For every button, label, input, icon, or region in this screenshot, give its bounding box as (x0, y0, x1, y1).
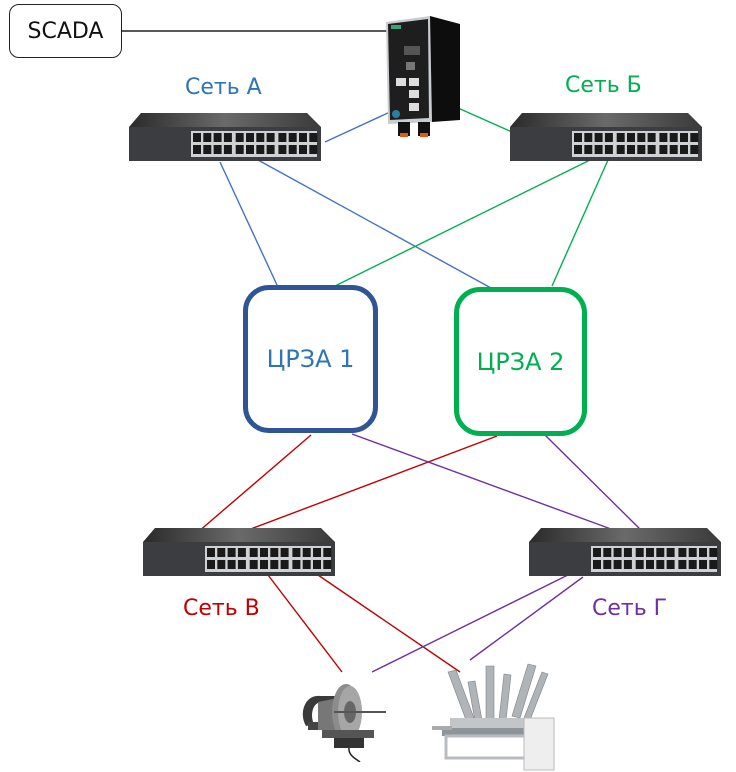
relay-2-label: ЦРЗА 2 (476, 347, 565, 376)
connection-line (551, 159, 609, 287)
network-a-switch-icon[interactable] (127, 113, 323, 165)
connection-line (219, 161, 278, 286)
connection-line (544, 434, 649, 538)
connection-line (371, 569, 579, 673)
network-v-switch-icon[interactable] (141, 528, 337, 580)
connection-line (197, 434, 312, 533)
network-a-label: Сеть А (185, 75, 262, 100)
network-g-switch-icon[interactable] (527, 528, 723, 580)
circuit-breaker-icon[interactable] (428, 660, 560, 772)
network-b-label: Сеть Б (565, 73, 642, 98)
connection-line (324, 111, 391, 143)
network-v-label: Сеть В (183, 596, 260, 621)
gateway-switch-icon[interactable] (382, 12, 464, 140)
connection-line (226, 435, 498, 539)
connection-line (469, 576, 584, 661)
connection-line (257, 159, 492, 289)
network-b-switch-icon[interactable] (508, 113, 704, 165)
current-transformer-icon[interactable] (298, 672, 390, 762)
connection-line (334, 159, 591, 287)
relay-1-node[interactable]: ЦРЗА 1 (243, 285, 378, 433)
relay-2-node[interactable]: ЦРЗА 2 (454, 287, 587, 436)
relay-1-label: ЦРЗА 1 (266, 345, 355, 373)
scada-node[interactable]: SCADA (9, 4, 122, 58)
connection-line (317, 574, 461, 673)
scada-label: SCADA (27, 18, 104, 44)
network-g-label: Сеть Г (592, 596, 668, 621)
connection-line (267, 574, 343, 673)
connection-line (351, 433, 631, 537)
